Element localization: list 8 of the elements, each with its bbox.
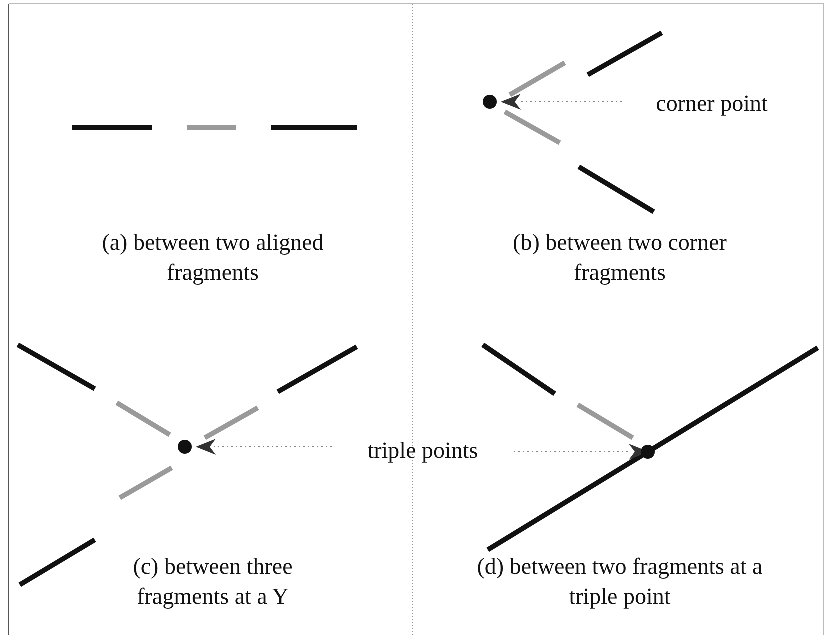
panel-caption: (d) between two fragments at a triple point bbox=[476, 553, 764, 611]
panel-caption: (a) between two aligned fragments bbox=[101, 229, 325, 287]
panel-caption: (c) between three fragments at a Y bbox=[132, 553, 294, 611]
point-label: triple points bbox=[338, 435, 508, 465]
point-label: corner point bbox=[628, 88, 796, 118]
arrow bbox=[501, 94, 622, 110]
arrow bbox=[196, 439, 332, 455]
panel-caption: (b) between two corner fragments bbox=[512, 229, 728, 287]
